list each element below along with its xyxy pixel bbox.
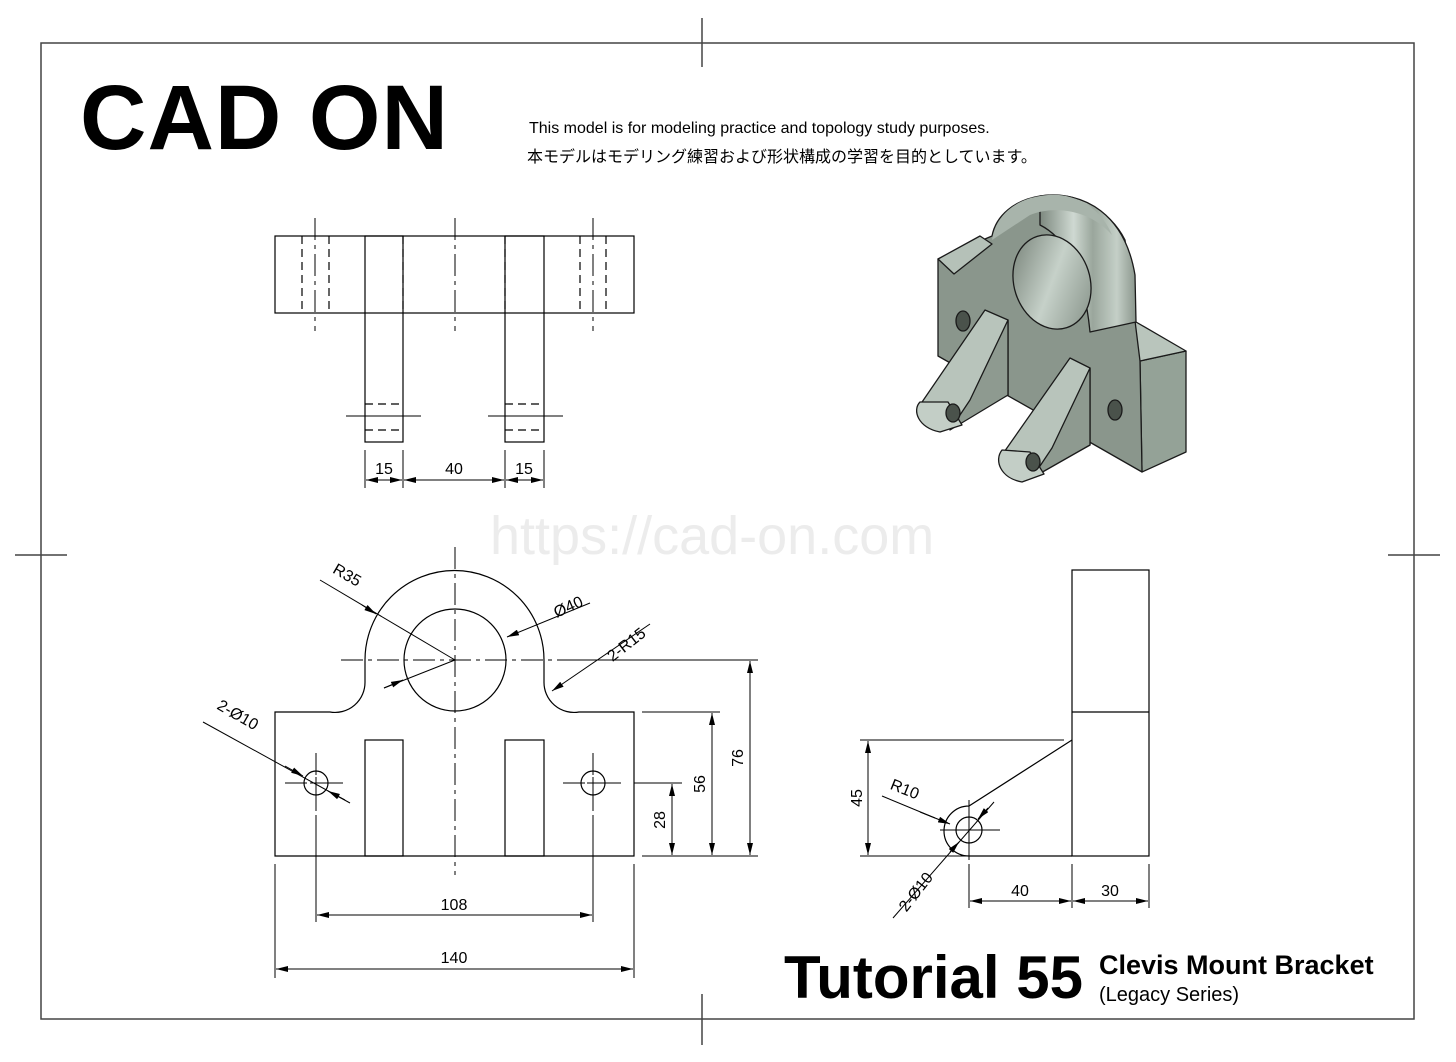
- dim-fillets: 2-R15: [605, 625, 650, 665]
- dim-lug-height: 45: [849, 789, 866, 807]
- brand-logo: CAD ON: [80, 67, 449, 169]
- purpose-note-en: This model is for modeling practice and …: [529, 120, 990, 137]
- watermark-url: https://cad-on.com: [490, 506, 935, 566]
- dim-hole-height: 28: [652, 811, 669, 829]
- dim-boss-radius: R35: [330, 561, 364, 590]
- dim-gap: 40: [445, 461, 463, 478]
- dim-lug-holes: 2-Ø10: [896, 870, 937, 916]
- dim-mount-holes: 2-Ø10: [214, 697, 261, 734]
- series-label: (Legacy Series): [1099, 984, 1240, 1006]
- part-name: Clevis Mount Bracket: [1099, 950, 1374, 980]
- purpose-note-ja: 本モデルはモデリング練習および形状構成の学習を目的としています。: [527, 147, 1037, 166]
- top-view: [274, 218, 635, 488]
- dim-left-lug: 15: [375, 461, 393, 478]
- front-view: [202, 547, 758, 978]
- dim-hole-spacing: 108: [441, 897, 468, 914]
- side-view: [860, 569, 1150, 919]
- dim-overall-height: 76: [730, 749, 747, 767]
- dim-lug-reach: 40: [1011, 883, 1029, 900]
- dim-bore: Ø40: [551, 594, 586, 622]
- dim-lug-radius: R10: [888, 777, 922, 804]
- isometric-model: [916, 194, 1187, 483]
- dim-right-lug: 15: [515, 461, 533, 478]
- dim-base-thickness: 30: [1101, 883, 1119, 900]
- dim-overall-width: 140: [441, 950, 468, 967]
- tutorial-number: Tutorial 55: [784, 944, 1083, 1011]
- sheet-frame: [15, 18, 1440, 1045]
- dim-base-height: 56: [692, 775, 709, 793]
